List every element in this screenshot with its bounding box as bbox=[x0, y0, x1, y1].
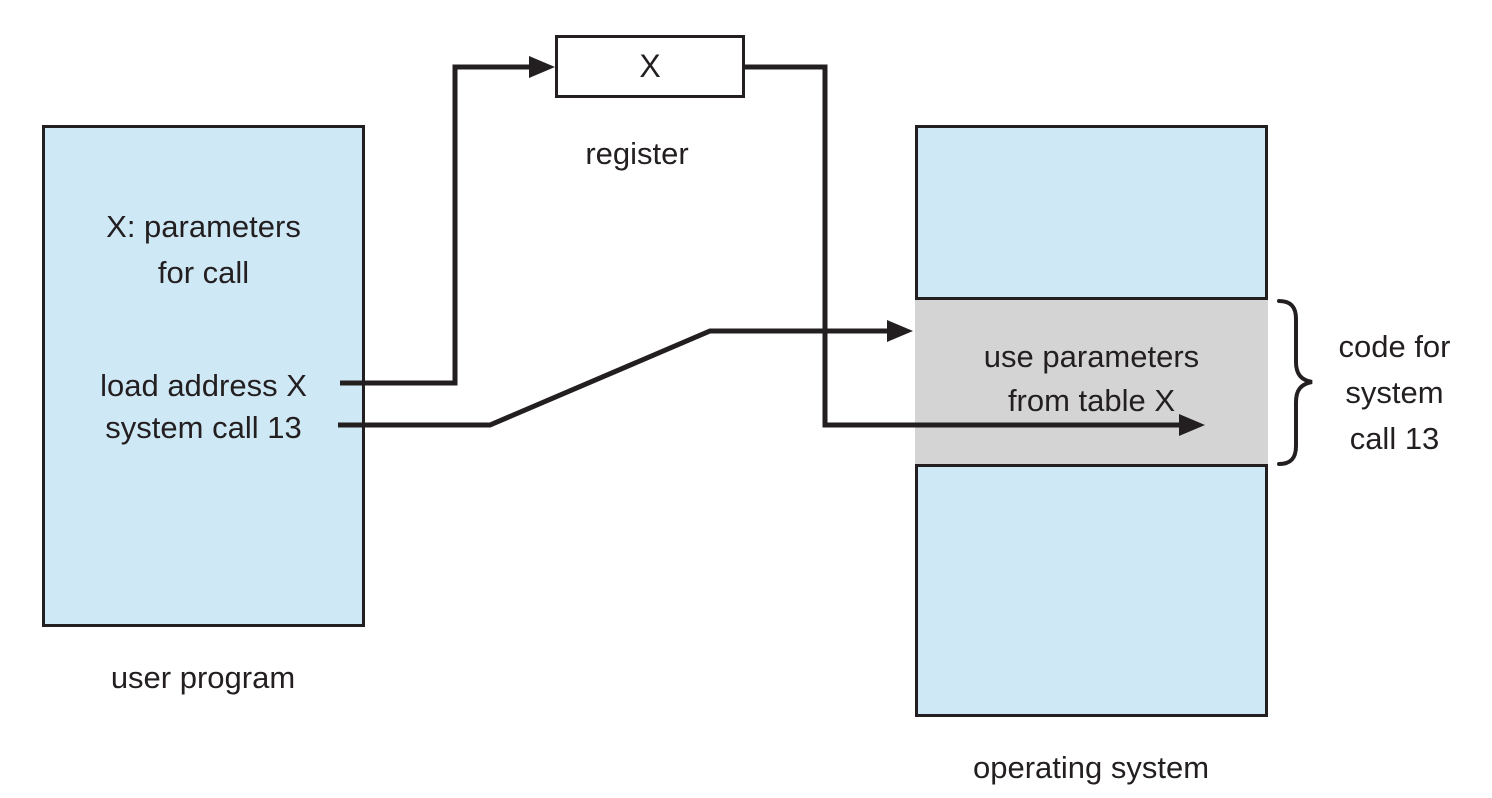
operating-system-box: use parameters from table X bbox=[915, 125, 1268, 717]
instruction-system-call: system call 13 bbox=[105, 410, 302, 445]
arrowhead-into-handler-icon bbox=[887, 320, 913, 342]
syscall-handler-band: use parameters from table X bbox=[915, 297, 1268, 467]
operating-system-caption: operating system bbox=[972, 750, 1210, 785]
brace-label-line1: code for bbox=[1338, 329, 1451, 364]
params-label-line2: for call bbox=[157, 255, 250, 290]
register-box: X bbox=[555, 35, 745, 98]
register-value: X bbox=[639, 48, 661, 84]
brace-label-line2: system bbox=[1345, 375, 1444, 410]
params-label-line1: X: parameters bbox=[106, 209, 301, 244]
user-program-caption: user program bbox=[110, 660, 296, 695]
user-program-box: X: parameters for call load address X sy… bbox=[42, 125, 365, 627]
handler-label-line2: from table X bbox=[1007, 383, 1176, 418]
arrow-load-address-to-register bbox=[340, 64, 531, 386]
brace-icon bbox=[1277, 299, 1313, 466]
arrowhead-into-register-icon bbox=[529, 56, 555, 78]
instruction-load-address: load address X bbox=[100, 368, 307, 403]
register-caption: register bbox=[585, 136, 689, 171]
handler-label-line1: use parameters bbox=[983, 339, 1200, 374]
arrow-syscall-to-handler bbox=[338, 328, 889, 428]
brace-label-line3: call 13 bbox=[1349, 421, 1440, 456]
